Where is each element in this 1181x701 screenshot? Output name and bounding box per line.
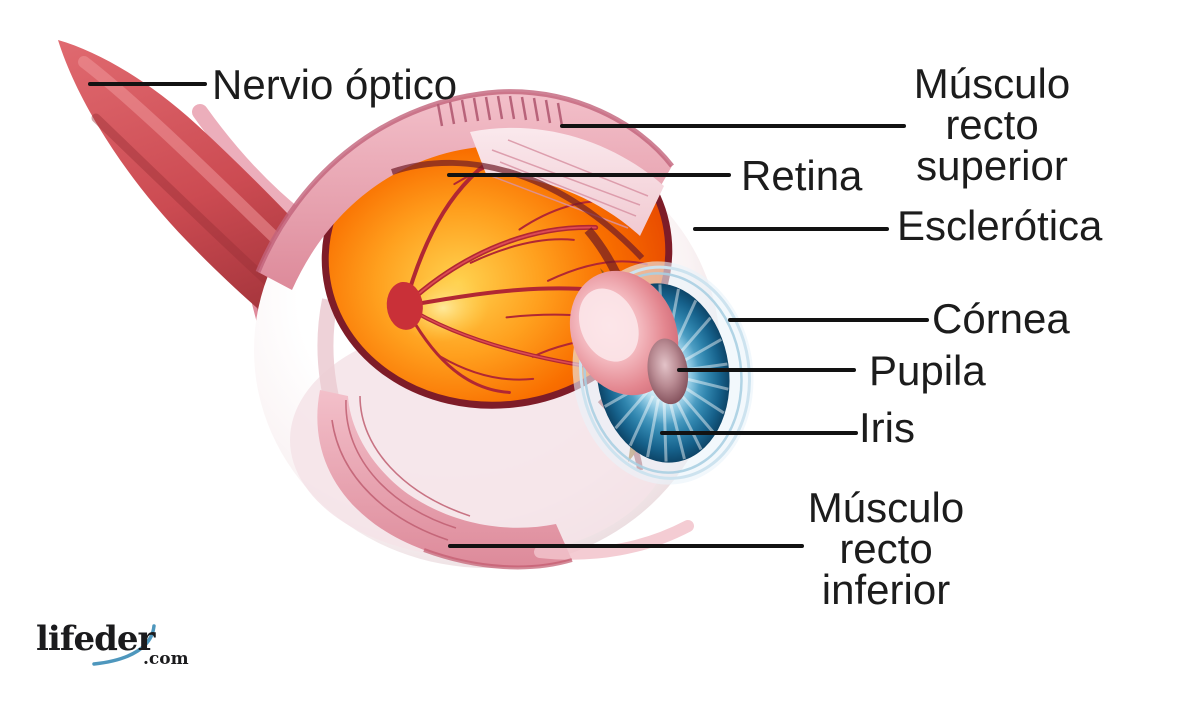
label-line: recto [839,525,933,572]
iris-cornea-assembly [569,261,754,485]
label-esclerotica: Esclerótica [897,202,1103,249]
label-line: Músculo [807,484,965,531]
label-line: Músculo [913,60,1071,107]
leader-line-retina [447,173,731,177]
label-retina: Retina [741,152,863,199]
leader-line-musculo-recto-inferior [448,544,804,548]
logo-brand-text: lifeder [36,619,155,659]
pupil-shape [647,338,689,405]
leader-line-pupila [677,368,856,372]
label-cornea: Córnea [932,295,1070,342]
lifeder-logo: lifeder .com [36,614,206,684]
label-nervio-optico: Nervio óptico [212,61,458,108]
cornea-ring [578,265,751,480]
leader-line-nervio-optico [88,82,207,86]
logo-suffix-text: .com [143,649,189,669]
leader-line-esclerotica [693,227,889,231]
muscle-striation-comb [436,95,564,127]
leader-line-musculo-recto-superior [560,124,906,128]
logo-swoosh-icon [92,624,156,666]
label-pupila: Pupila [869,347,986,394]
leader-line-iris [660,431,858,435]
label-line: recto [945,101,1039,148]
label-iris: Iris [859,404,915,451]
label-musculo-recto-superior: Músculo recto superior [867,60,1117,189]
label-line: inferior [821,566,951,613]
label-musculo-recto-inferior: Músculo recto inferior [761,484,1011,613]
label-line: superior [916,142,1068,189]
inferior-rectus-muscle [317,390,694,570]
leader-line-cornea [728,318,929,322]
